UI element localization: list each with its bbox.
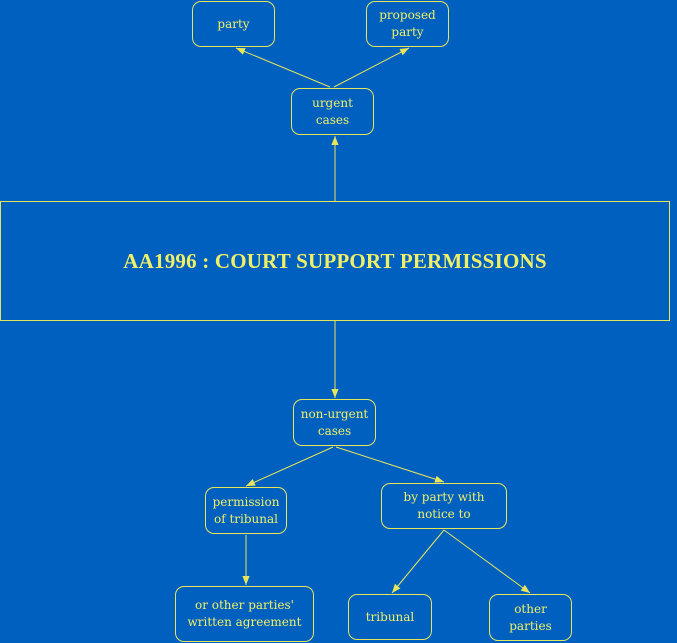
edge-byparty-otherparties <box>443 529 531 594</box>
node-by-party-with-notice[interactable]: by party with notice to <box>381 483 507 529</box>
node-proposed-party[interactable]: proposed party <box>366 1 449 47</box>
node-tribunal[interactable]: tribunal <box>348 594 432 640</box>
edge-byparty-tribunal <box>391 529 445 594</box>
node-non-urgent-cases[interactable]: non-urgent cases <box>293 399 376 446</box>
node-permission-of-tribunal[interactable]: permission of tribunal <box>205 487 287 534</box>
edge-urgent-party <box>235 47 331 88</box>
node-party[interactable]: party <box>192 1 275 47</box>
node-written-agreement[interactable]: or other parties' written agreement <box>175 586 314 642</box>
edge-urgent-proposed <box>333 47 410 88</box>
edge-nonurgent-permission <box>245 446 334 487</box>
main-title-box: AA1996 : COURT SUPPORT PERMISSIONS <box>0 201 670 321</box>
node-urgent-cases[interactable]: urgent cases <box>291 88 374 135</box>
node-other-parties[interactable]: other parties <box>489 594 572 641</box>
edge-nonurgent-byparty <box>335 446 445 483</box>
diagram-title: AA1996 : COURT SUPPORT PERMISSIONS <box>123 248 547 273</box>
